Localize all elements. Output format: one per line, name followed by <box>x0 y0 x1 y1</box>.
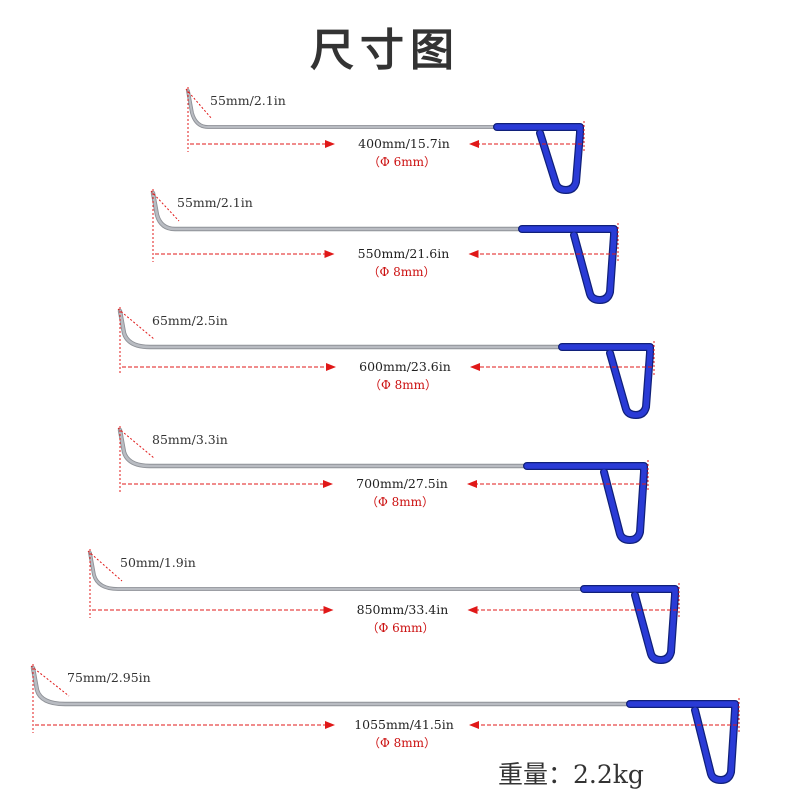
tip-dimension-line <box>185 88 213 120</box>
total-length-label: 850mm/33.4in <box>357 602 449 617</box>
tip-length-label: 55mm/2.1in <box>210 93 286 108</box>
tip-dimension-line <box>30 665 70 697</box>
tool-handle <box>626 700 739 784</box>
tool-rod-highlight <box>151 191 524 231</box>
page-title: 尺寸图 <box>310 25 460 76</box>
tool-2: 55mm/2.1in 550mm/21.6in （Φ 8mm） <box>150 189 619 304</box>
tool-rod-highlight <box>118 309 564 349</box>
rod-diameter-label: （Φ 8mm） <box>367 265 435 279</box>
tool-5: 50mm/1.9in 850mm/33.4in （Φ 6mm） <box>87 549 680 664</box>
tip-length-label: 55mm/2.1in <box>177 195 253 210</box>
tool-rod-highlight <box>118 428 529 468</box>
tip-length-label: 50mm/1.9in <box>120 555 196 570</box>
tool-rod-highlight <box>31 666 632 706</box>
tool-4: 85mm/3.3in 700mm/27.5in （Φ 8mm） <box>117 426 649 544</box>
tool-handle-highlight <box>519 226 617 303</box>
tip-dimension-line <box>150 190 180 222</box>
rod-diameter-label: （Φ 8mm） <box>366 495 434 509</box>
rod-diameter-label: （Φ 8mm） <box>368 736 436 750</box>
tool-handle <box>523 462 648 544</box>
tool-handle-highlight <box>559 344 653 418</box>
tip-dimension-line <box>87 550 123 582</box>
tool-handle <box>580 585 679 664</box>
tool-handle-highlight <box>524 463 647 543</box>
total-length-label: 700mm/27.5in <box>356 476 448 491</box>
tool-6: 75mm/2.95in 1055mm/41.5in （Φ 8mm） <box>30 664 740 784</box>
total-length-label: 400mm/15.7in <box>358 136 450 151</box>
total-length-label: 550mm/21.6in <box>358 246 450 261</box>
tool-handle-highlight <box>494 124 583 193</box>
tool-1: 55mm/2.1in 400mm/15.7in （Φ 6mm） <box>185 87 585 194</box>
tool-handle <box>518 225 618 304</box>
rod-diameter-label: （Φ 6mm） <box>366 621 434 635</box>
weight-label: 重量：2.2kg <box>498 760 644 789</box>
tool-handle <box>558 343 654 419</box>
tool-rod-highlight <box>187 90 498 128</box>
tool-handle-highlight <box>627 701 738 783</box>
total-length-label: 600mm/23.6in <box>359 359 451 374</box>
tool-handle-highlight <box>581 586 678 663</box>
tool-3: 65mm/2.5in 600mm/23.6in （Φ 8mm） <box>117 307 655 419</box>
rod-diameter-label: （Φ 8mm） <box>369 378 437 392</box>
total-length-label: 1055mm/41.5in <box>354 717 454 732</box>
tip-length-label: 75mm/2.95in <box>67 670 151 685</box>
tip-length-label: 85mm/3.3in <box>152 432 228 447</box>
tip-length-label: 65mm/2.5in <box>152 313 228 328</box>
rod-diameter-label: （Φ 6mm） <box>368 155 436 169</box>
tool-rod-highlight <box>89 552 585 590</box>
